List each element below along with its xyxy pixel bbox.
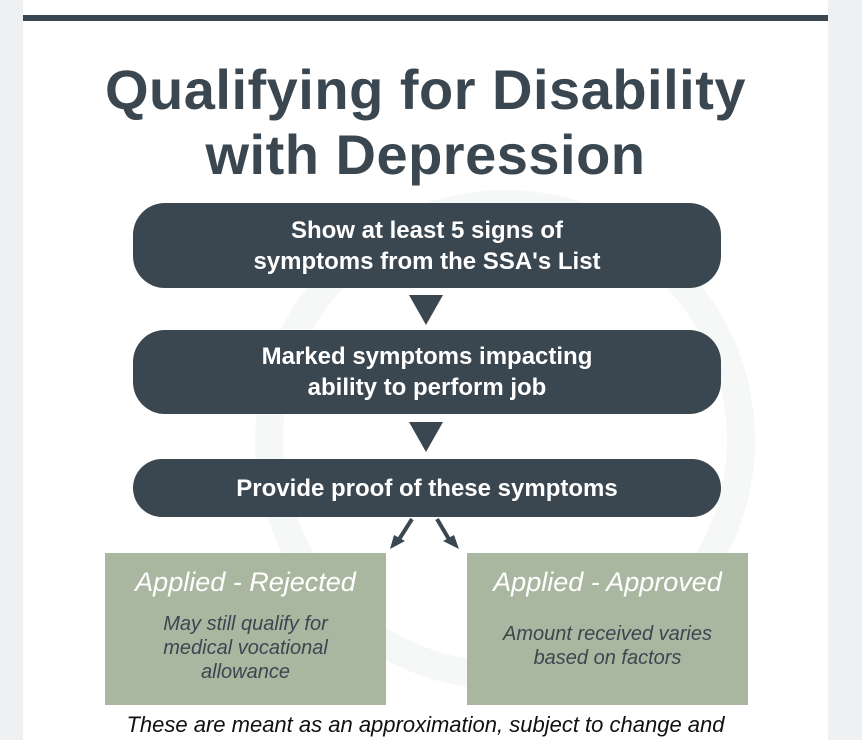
- step-1: Show at least 5 signs of symptoms from th…: [133, 203, 721, 288]
- top-divider: [23, 15, 828, 21]
- outcome-rejected: Applied - Rejected May still qualify for…: [105, 553, 386, 705]
- step-3-text: Provide proof of these symptoms: [236, 474, 618, 502]
- title-line-2: with Depression: [205, 123, 646, 186]
- split-arrows-icon: [390, 517, 459, 549]
- arrow-down-icon: [409, 422, 443, 452]
- step-2-line-2: ability to perform job: [307, 374, 547, 401]
- title-line-1: Qualifying for Disability: [104, 58, 747, 121]
- step-1-line-2: symptoms from the SSA's List: [253, 247, 601, 275]
- outcome-approved-heading: Applied - Approved: [493, 567, 722, 597]
- step-3: Provide proof of these symptoms: [133, 459, 721, 517]
- outcome-rejected-body: May still qualify for medical vocational…: [163, 613, 328, 683]
- arrow-down-icon: [409, 295, 443, 325]
- step-2-line-1: Marked symptoms impacting: [261, 343, 593, 370]
- step-2: Marked symptoms impacting ability to perf…: [133, 330, 721, 414]
- step-1-line-1: Show at least 5 signs of: [290, 216, 564, 244]
- outcome-rejected-heading: Applied - Rejected: [135, 567, 356, 597]
- outcome-approved-body: Amount received varies based on factors: [503, 623, 712, 669]
- disclaimer-text: These are meant as an approximation, sub…: [126, 712, 725, 737]
- outcome-approved: Applied - Approved Amount received varie…: [467, 553, 748, 705]
